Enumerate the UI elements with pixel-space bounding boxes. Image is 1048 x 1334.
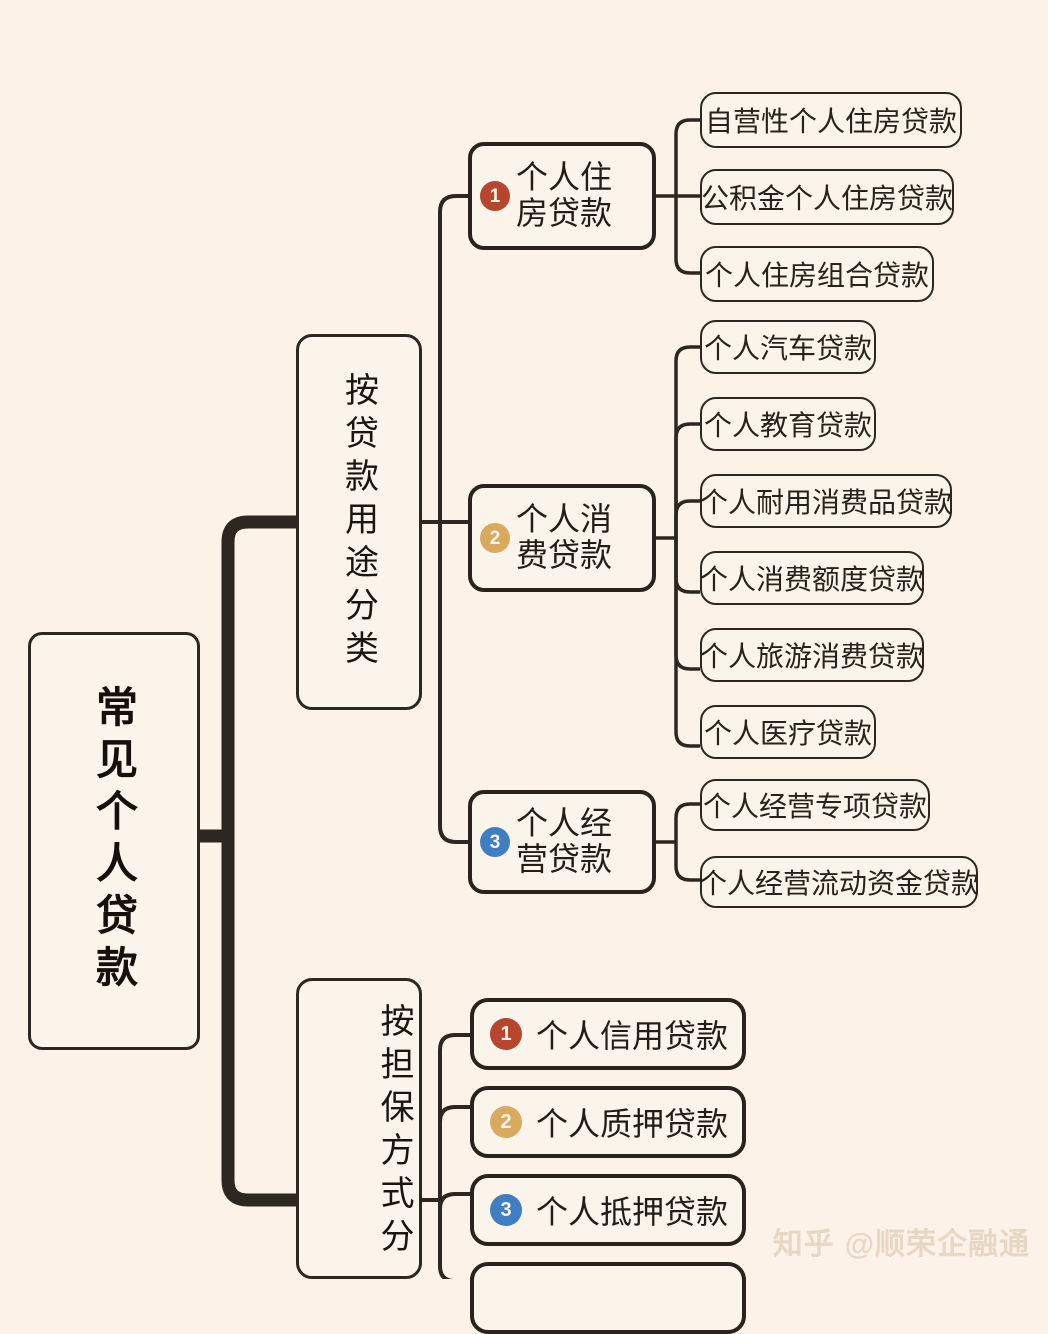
category-node-pledge-loan-label: 个人质押贷款	[536, 1106, 729, 1142]
category-node-consumer-loan-label: 个人消 费贷款	[516, 501, 613, 573]
leaf-node-label: 个人医疗贷款	[704, 718, 873, 749]
leaf-node[interactable]: 个人经营流动资金贷款	[699, 856, 980, 908]
watermark: 知乎 @顺荣企融通	[773, 1219, 1030, 1263]
branch-node-loan-purpose[interactable]: 按贷款用途分类	[296, 334, 422, 710]
badge-number-1: 1	[480, 181, 510, 211]
leaf-node-label: 个人消费额度贷款	[700, 564, 925, 595]
leaf-node-label: 个人汽车贷款	[704, 333, 873, 364]
category-node-credit-loan-label: 个人信用贷款	[536, 1018, 729, 1054]
category-node-business-loan-label: 个人经 营贷款	[516, 805, 613, 877]
branch-node-guarantee-method-label: 按担保方式分	[375, 1002, 413, 1261]
leaf-node[interactable]: 个人经营专项贷款	[700, 779, 930, 831]
leaf-node[interactable]: 个人汽车贷款	[700, 320, 876, 374]
leaf-node-label: 个人经营流动资金贷款	[699, 868, 980, 899]
badge-number-2: 2	[490, 1106, 522, 1138]
leaf-node-label: 个人教育贷款	[704, 410, 873, 441]
category-node-partial-clipped[interactable]	[470, 1262, 746, 1334]
leaf-node-label: 自营性个人住房贷款	[705, 106, 958, 137]
category-node-credit-loan[interactable]: 1 个人信用贷款	[470, 998, 746, 1070]
leaf-node-label: 个人住房组合贷款	[705, 260, 930, 291]
leaf-node-label: 公积金个人住房贷款	[701, 183, 954, 214]
badge-number-3: 3	[490, 1194, 522, 1226]
badge-number-1: 1	[490, 1018, 522, 1050]
category-node-housing-loan-label: 个人住 房贷款	[516, 159, 613, 231]
category-node-consumer-loan[interactable]: 2 个人消 费贷款	[468, 484, 656, 592]
leaf-node-label: 个人经营专项贷款	[703, 791, 928, 822]
leaf-node[interactable]: 个人旅游消费贷款	[700, 628, 924, 682]
leaf-node[interactable]: 个人医疗贷款	[700, 705, 876, 759]
category-node-business-loan[interactable]: 3 个人经 营贷款	[468, 790, 656, 894]
watermark-site: 知乎	[772, 1228, 835, 1261]
category-node-housing-loan[interactable]: 1 个人住 房贷款	[468, 142, 656, 250]
branch-node-loan-purpose-label: 按贷款用途分类	[339, 371, 378, 673]
badge-number-2: 2	[480, 523, 510, 553]
root-node-label: 常见个人贷款	[90, 685, 138, 997]
leaf-node[interactable]: 个人教育贷款	[700, 397, 876, 451]
watermark-handle: @顺荣企融通	[844, 1228, 1030, 1261]
leaf-node[interactable]: 自营性个人住房贷款	[700, 92, 962, 148]
leaf-node[interactable]: 个人消费额度贷款	[700, 551, 924, 605]
category-node-mortgage-loan[interactable]: 3 个人抵押贷款	[470, 1174, 746, 1246]
leaf-node[interactable]: 公积金个人住房贷款	[700, 169, 954, 225]
badge-number-3: 3	[480, 827, 510, 857]
category-node-pledge-loan[interactable]: 2 个人质押贷款	[470, 1086, 746, 1158]
leaf-node[interactable]: 个人耐用消费品贷款	[700, 474, 952, 528]
leaf-node-label: 个人旅游消费贷款	[700, 641, 925, 672]
leaf-node[interactable]: 个人住房组合贷款	[700, 246, 934, 302]
branch-node-guarantee-method[interactable]: 按担保方式分	[296, 978, 422, 1279]
mindmap-canvas: 常见个人贷款 按贷款用途分类 按担保方式分 1 个人住 房贷款 2 个人消 费贷…	[28, 92, 1030, 1334]
root-node[interactable]: 常见个人贷款	[28, 632, 200, 1050]
leaf-node-label: 个人耐用消费品贷款	[700, 487, 953, 518]
category-node-mortgage-loan-label: 个人抵押贷款	[536, 1194, 729, 1230]
